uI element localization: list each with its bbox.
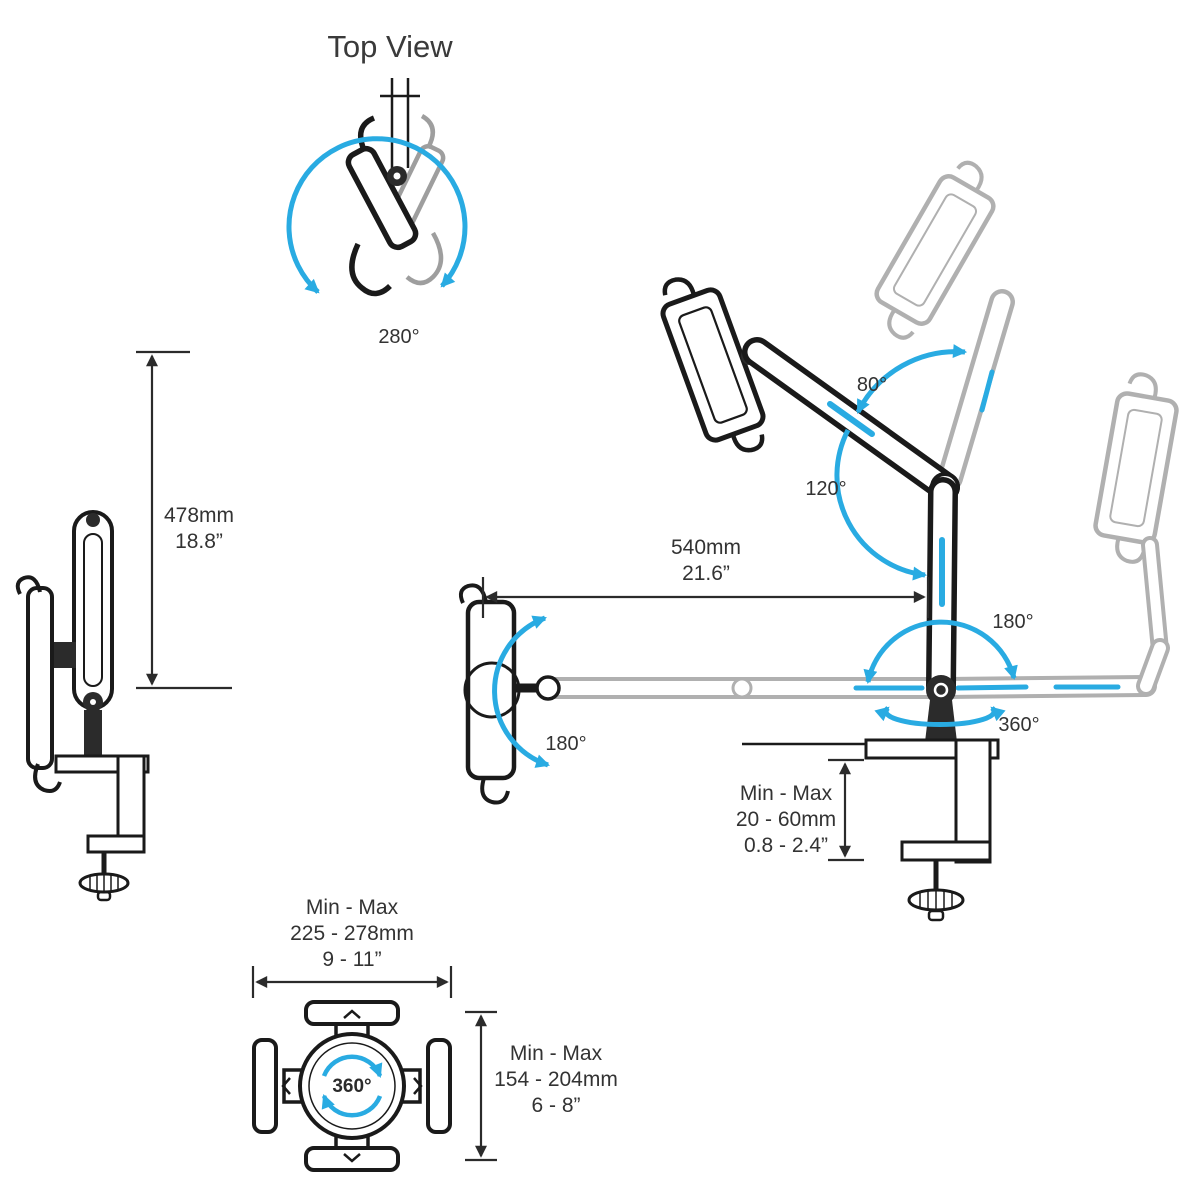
holder-grip-illustration bbox=[252, 1000, 452, 1172]
label-right-arc-rotation: 180° bbox=[992, 611, 1034, 633]
label-holder-rotation: 360° bbox=[332, 1076, 372, 1097]
clamp-range-metric: 20 - 60mm bbox=[735, 808, 837, 831]
label-base-rotation: 360° bbox=[998, 714, 1040, 736]
label-top-view-rotation: 280° bbox=[378, 326, 420, 348]
arm-length-imperial: 21.6” bbox=[682, 562, 730, 585]
label-left-arc-rotation: 180° bbox=[545, 733, 587, 755]
label-lower-tilt: 120° bbox=[805, 478, 847, 500]
clamp-range-label: Min - Max bbox=[739, 782, 833, 805]
label-holder-width: Min - Max 225 - 278mm 9 - 11” bbox=[262, 895, 442, 973]
holder-width-metric: 225 - 278mm bbox=[290, 922, 414, 945]
side-view-illustration bbox=[15, 510, 150, 902]
arm-length-metric: 540mm bbox=[670, 536, 742, 559]
holder-height-imperial: 6 - 8” bbox=[531, 1094, 581, 1117]
pole-height-metric: 478mm bbox=[163, 504, 235, 527]
pole-height-imperial: 18.8” bbox=[175, 530, 223, 553]
label-pole-height: 478mm 18.8” bbox=[139, 503, 259, 555]
main-arm-illustration bbox=[458, 160, 1179, 922]
label-clamp-range: Min - Max 20 - 60mm 0.8 - 2.4” bbox=[706, 781, 866, 859]
label-arm-length: 540mm 21.6” bbox=[646, 535, 766, 587]
label-upper-tilt: 80° bbox=[856, 374, 888, 396]
holder-width-imperial: 9 - 11” bbox=[322, 948, 382, 971]
top-view-illustration bbox=[286, 78, 468, 297]
label-holder-height: Min - Max 154 - 204mm 6 - 8” bbox=[466, 1041, 646, 1119]
holder-height-label: Min - Max bbox=[509, 1042, 603, 1065]
holder-height-metric: 154 - 204mm bbox=[494, 1068, 618, 1091]
title-top-view: Top View bbox=[327, 29, 453, 64]
clamp-range-imperial: 0.8 - 2.4” bbox=[743, 834, 829, 857]
dimension-lines bbox=[136, 350, 930, 1162]
holder-width-label: Min - Max bbox=[305, 896, 399, 919]
